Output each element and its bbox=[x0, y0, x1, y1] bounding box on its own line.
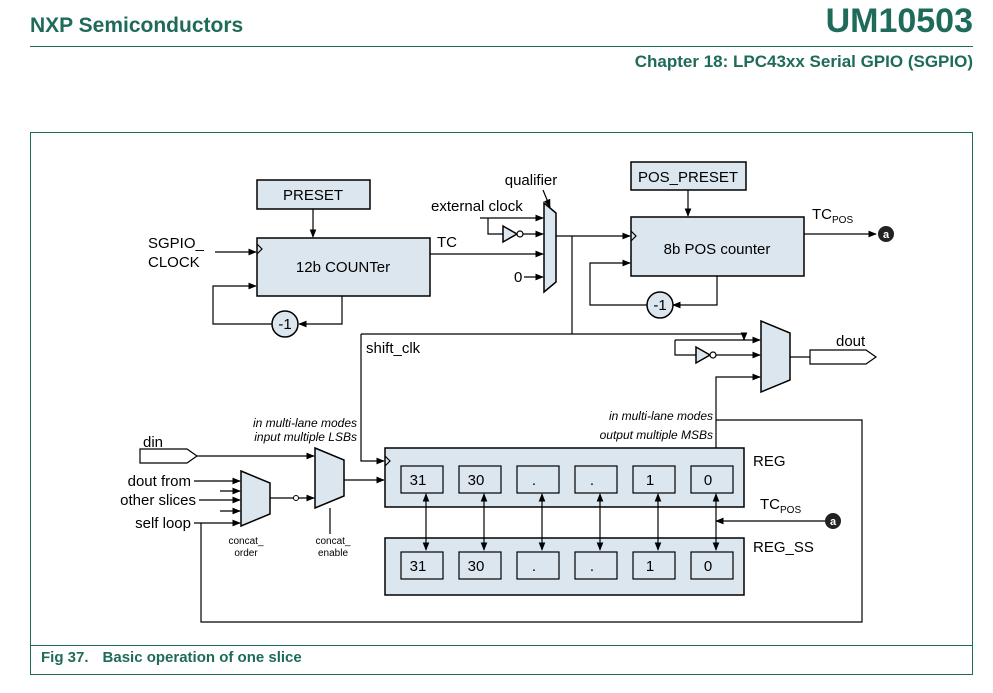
din-port bbox=[139, 448, 199, 464]
self-loop-label: self loop bbox=[135, 515, 191, 532]
reg-cell bbox=[632, 465, 676, 494]
connector-a-out-label: a bbox=[883, 229, 890, 241]
reg-ss-cell-value: 31 bbox=[410, 558, 427, 575]
figure-frame bbox=[30, 132, 973, 675]
reg-cell bbox=[690, 465, 734, 494]
concat-order-mux bbox=[240, 469, 271, 528]
reg-ss-cells: 31 30.. 1 0 bbox=[400, 551, 734, 580]
reg-ss-cell-value: . bbox=[590, 558, 594, 575]
header-divider bbox=[30, 46, 973, 47]
reg-ss-cell bbox=[516, 551, 560, 580]
reg-cell bbox=[574, 465, 618, 494]
qualifier-mux bbox=[543, 201, 557, 294]
zero-input-label: 0 bbox=[514, 269, 522, 286]
reg-cell-value: 30 bbox=[468, 472, 485, 489]
shift-clk-label: shift_clk bbox=[366, 340, 421, 357]
company-name: NXP Semiconductors bbox=[30, 14, 244, 37]
reg-ss-cell bbox=[632, 551, 676, 580]
swap-arrows bbox=[422, 493, 720, 551]
tc-pos-label: TCPOS bbox=[812, 206, 853, 226]
concat-enable-label-2: enable bbox=[318, 548, 348, 559]
dout-from-label: dout from bbox=[128, 473, 191, 490]
decrement-label-pos: -1 bbox=[653, 297, 666, 314]
multi-lane-output-note-2: output multiple MSBs bbox=[600, 428, 713, 442]
pos-preset-label: POS_PRESET bbox=[638, 169, 738, 186]
reg-ss-cell bbox=[400, 551, 444, 580]
tc-label: TC bbox=[437, 234, 457, 251]
reg-cells: 31 30.. 1 0 bbox=[400, 465, 734, 494]
inverter-clock bbox=[502, 224, 519, 244]
reg-ss-cell bbox=[690, 551, 734, 580]
reg-cell bbox=[516, 465, 560, 494]
multi-lane-input-note-2: input multiple LSBs bbox=[254, 430, 357, 444]
qualifier-label: qualifier bbox=[505, 172, 558, 189]
pos-preset-box bbox=[630, 161, 747, 191]
reg-ss-cell-value: . bbox=[532, 558, 536, 575]
multi-lane-output-note-1: in multi-lane modes bbox=[609, 409, 713, 423]
din-label: din bbox=[143, 434, 163, 451]
pos-counter-box bbox=[630, 216, 805, 277]
reg-ss-cell bbox=[458, 551, 502, 580]
reg-cell-value: 31 bbox=[410, 472, 427, 489]
figure-number: Fig 37. bbox=[41, 649, 89, 666]
connector-a-out bbox=[878, 226, 894, 242]
reg-ss-cell-value: 30 bbox=[468, 558, 485, 575]
reg-ss-box bbox=[384, 537, 745, 596]
output-mux bbox=[760, 319, 791, 394]
preset-label: PRESET bbox=[283, 187, 343, 204]
concat-enable-mux bbox=[314, 446, 345, 510]
reg-cell bbox=[400, 465, 444, 494]
reg-cell bbox=[458, 465, 502, 494]
tc-pos-input-label: TCPOS bbox=[760, 496, 801, 516]
reg-cell-value: . bbox=[532, 472, 536, 489]
concat-enable-label-1: concat_ bbox=[315, 536, 350, 547]
other-slices-label: other slices bbox=[120, 492, 196, 509]
figure-title: Basic operation of one slice bbox=[102, 649, 302, 666]
reg-box bbox=[384, 447, 745, 508]
pos-counter-label: 8b POS counter bbox=[664, 241, 771, 258]
reg-cell-value: . bbox=[590, 472, 594, 489]
reg-cell-value: 0 bbox=[704, 472, 712, 489]
chapter-title: Chapter 18: LPC43xx Serial GPIO (SGPIO) bbox=[634, 52, 973, 71]
connector-a-in-label: a bbox=[830, 516, 837, 528]
document-id: UM10503 bbox=[825, 2, 973, 40]
external-clock-label: external clock bbox=[431, 198, 523, 215]
decrement-label-12b: -1 bbox=[278, 316, 291, 333]
counter-12b-box bbox=[256, 237, 431, 297]
reg-ss-cell-value: 1 bbox=[646, 558, 654, 575]
connector-a-in bbox=[825, 513, 841, 529]
reg-ss-label: REG_SS bbox=[753, 539, 814, 556]
dout-port bbox=[809, 349, 878, 365]
reg-cell-value: 1 bbox=[646, 472, 654, 489]
dout-label: dout bbox=[836, 333, 866, 350]
figure-caption: Fig 37. Basic operation of one slice bbox=[41, 649, 316, 666]
reg-ss-cell bbox=[574, 551, 618, 580]
sgpio-clock-label-1: SGPIO_ bbox=[148, 235, 205, 252]
concat-order-label-2: order bbox=[234, 548, 258, 559]
preset-box bbox=[256, 179, 371, 210]
reg-ss-cell-value: 0 bbox=[704, 558, 712, 575]
inverter-dout bbox=[695, 345, 712, 365]
counter-12b-label: 12b COUNTer bbox=[296, 259, 390, 276]
concat-order-label-1: concat_ bbox=[228, 536, 263, 547]
caption-divider bbox=[31, 645, 972, 646]
reg-label: REG bbox=[753, 453, 786, 470]
sgpio-clock-label-2: CLOCK bbox=[148, 254, 200, 271]
multi-lane-input-note-1: in multi-lane modes bbox=[253, 416, 357, 430]
